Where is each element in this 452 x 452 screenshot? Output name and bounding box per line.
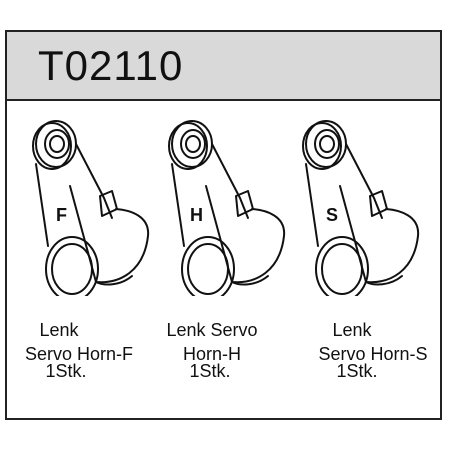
part-name-line2: Servo Horn-F	[24, 344, 134, 364]
part-letter: S	[326, 205, 338, 225]
parts-card: T02110	[5, 30, 442, 420]
part-letter: F	[56, 205, 67, 225]
part-name-line1: Lenk	[332, 320, 372, 340]
part-name-line2: Servo Horn-S	[318, 344, 428, 364]
part-name-line1: Lenk	[39, 320, 79, 340]
servo-horn-f-drawing: F	[20, 106, 150, 296]
part-name-line1: Lenk Servo	[166, 320, 258, 340]
part-name-line2: Horn-H	[182, 344, 241, 364]
part-quantity: 1Stk.	[336, 361, 378, 381]
header-bar: T02110	[7, 32, 440, 101]
servo-horn-h-drawing: H	[156, 106, 286, 296]
part-quantity: 1Stk.	[45, 361, 87, 381]
part-quantity: 1Stk.	[189, 361, 231, 381]
part-number: T02110	[38, 42, 184, 89]
servo-horn-s-drawing: S	[290, 106, 420, 296]
part-letter: H	[190, 205, 203, 225]
